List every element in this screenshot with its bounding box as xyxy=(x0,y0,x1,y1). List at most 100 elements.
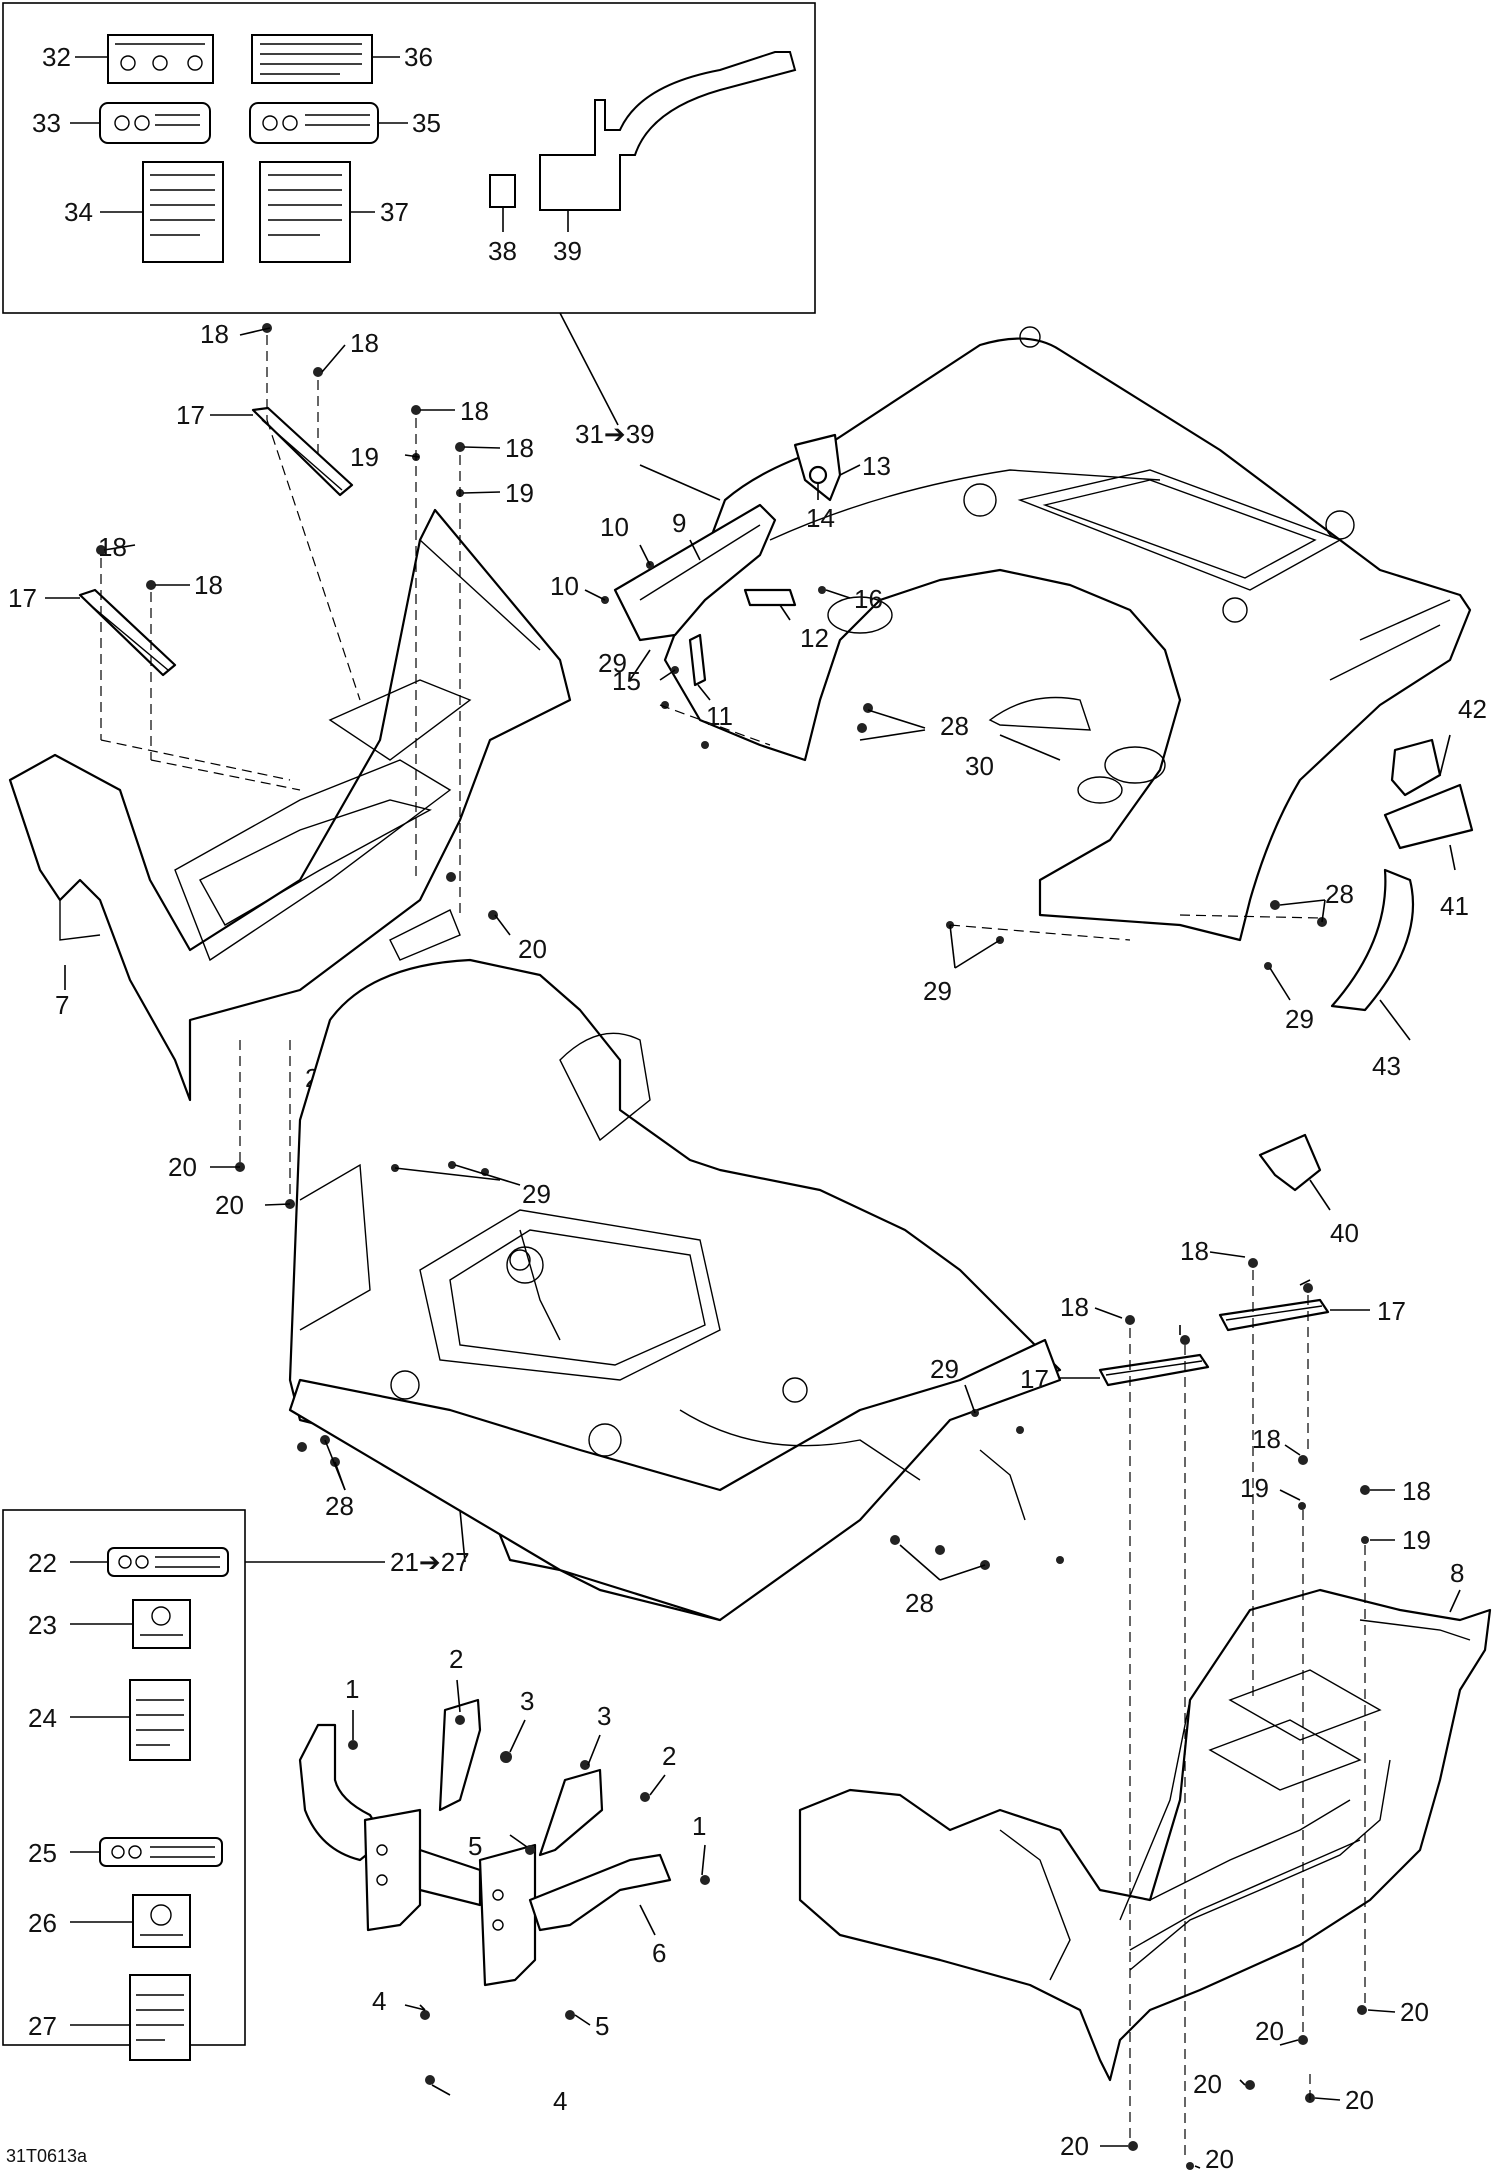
callout-5-a: 5 xyxy=(468,1831,482,1861)
callout-20-d: 20 xyxy=(168,1152,197,1182)
callout-24: 24 xyxy=(28,1703,57,1733)
left-footwell xyxy=(8,508,572,1102)
callout-25: 25 xyxy=(28,1838,57,1868)
callout-10-b: 10 xyxy=(550,571,579,601)
callout-18-c: 18 xyxy=(460,396,489,426)
callout-30: 30 xyxy=(965,751,994,781)
callout-20-e: 20 xyxy=(215,1190,244,1220)
bumper-upright-left xyxy=(438,1698,482,1812)
callout-33: 33 xyxy=(32,108,61,138)
callout-3-b: 3 xyxy=(597,1701,611,1731)
callout-18-j: 18 xyxy=(1402,1476,1431,1506)
callout-28-a: 28 xyxy=(940,711,969,741)
decal-kit-box-top: 32 36 33 35 34 37 38 39 xyxy=(2,2,816,314)
callout-29-e: 29 xyxy=(930,1354,959,1384)
part-11 xyxy=(688,633,707,687)
bumper-right-loop xyxy=(528,1853,672,1932)
part-14 xyxy=(808,465,828,485)
rear-fender-hardware: 29 28 30 29 28 29 xyxy=(598,601,1354,1034)
bumper-upright-right xyxy=(538,1768,604,1857)
callout-4-a: 4 xyxy=(372,1986,386,2016)
decal-38 xyxy=(489,174,516,208)
callout-1-b: 1 xyxy=(692,1811,706,1841)
callout-18-d: 18 xyxy=(505,433,534,463)
callout-17-a: 17 xyxy=(176,400,205,430)
decal-32 xyxy=(107,34,214,84)
callout-27: 27 xyxy=(28,2011,57,2041)
callout-13: 13 xyxy=(862,451,891,481)
group-label-31-39: 31➔39 xyxy=(575,419,655,449)
callout-34: 34 xyxy=(64,197,93,227)
callout-17-b: 17 xyxy=(8,583,37,613)
callout-42: 42 xyxy=(1458,694,1487,724)
callout-18-f: 18 xyxy=(194,570,223,600)
decal-34 xyxy=(142,161,224,263)
callout-37: 37 xyxy=(380,197,409,227)
part-9 xyxy=(613,503,777,642)
callout-39: 39 xyxy=(553,236,582,266)
callout-2-b: 2 xyxy=(662,1741,676,1771)
callout-40: 40 xyxy=(1330,1218,1359,1248)
callout-19-b: 19 xyxy=(505,478,534,508)
callout-18-a: 18 xyxy=(200,319,229,349)
front-fender xyxy=(288,958,1062,1622)
decal-33 xyxy=(99,102,211,144)
rear-fender xyxy=(663,326,1472,942)
callout-2-a: 2 xyxy=(449,1644,463,1674)
decal-26 xyxy=(132,1894,191,1948)
footrest-17-upper xyxy=(78,406,354,677)
callout-20-k: 20 xyxy=(1205,2144,1234,2170)
callout-16: 16 xyxy=(854,584,883,614)
decal-24 xyxy=(129,1679,191,1761)
decal-23 xyxy=(132,1599,191,1649)
callout-29-d: 29 xyxy=(522,1179,551,1209)
callout-15: 15 xyxy=(612,666,641,696)
decal-22 xyxy=(107,1547,229,1577)
front-fender-hardware: 29 28 29 28 xyxy=(297,1161,1064,1618)
callout-29-a: 29 xyxy=(598,648,627,678)
callout-8: 8 xyxy=(1450,1558,1464,1588)
callout-12: 12 xyxy=(800,623,829,653)
callout-19-a: 19 xyxy=(350,442,379,472)
callout-20-i: 20 xyxy=(1345,2085,1374,2115)
part-40 xyxy=(1258,1133,1322,1192)
right-footwell xyxy=(798,1588,1492,2082)
part-41 xyxy=(1383,783,1474,850)
decal-35 xyxy=(249,102,379,144)
front-bumper-assembly: 1 2 3 3 2 5 1 4 5 6 4 xyxy=(298,1644,710,2116)
callout-17-d: 17 xyxy=(1020,1364,1049,1394)
callout-18-i: 18 xyxy=(1252,1424,1281,1454)
callout-41: 41 xyxy=(1440,891,1469,921)
callout-14: 14 xyxy=(806,503,835,533)
decal-kit-box-bottom: 22 23 24 25 26 27 21➔27 xyxy=(2,1509,470,2061)
callout-20-h: 20 xyxy=(1193,2069,1222,2099)
callout-4-b: 4 xyxy=(553,2086,567,2116)
callout-29-b: 29 xyxy=(923,976,952,1006)
callout-20-f: 20 xyxy=(1400,1997,1429,2027)
drawing-reference-code: 31T0613a xyxy=(6,2146,88,2166)
callout-18-g: 18 xyxy=(1180,1236,1209,1266)
callout-18-h: 18 xyxy=(1060,1292,1089,1322)
callout-9: 9 xyxy=(672,508,686,538)
decal-27 xyxy=(129,1974,191,2061)
callout-17-c: 17 xyxy=(1377,1296,1406,1326)
callout-26: 26 xyxy=(28,1908,57,1938)
bracket-assembly: 10 9 10 13 14 12 16 15 11 xyxy=(550,433,891,731)
right-footwell-hardware: 18 18 17 17 18 19 18 19 8 20 20 20 20 20… xyxy=(1020,1236,1464,2170)
callout-32: 32 xyxy=(42,42,71,72)
group-label-21-27: 21➔27 xyxy=(390,1547,470,1577)
callout-28-d: 28 xyxy=(905,1588,934,1618)
callout-23: 23 xyxy=(28,1610,57,1640)
part-12 xyxy=(743,588,797,607)
part-42 xyxy=(1390,738,1442,797)
callout-19-d: 19 xyxy=(1402,1525,1431,1555)
callout-18-e: 18 xyxy=(98,532,127,562)
callout-28-c: 28 xyxy=(325,1491,354,1521)
decal-25 xyxy=(99,1837,223,1867)
callout-38: 38 xyxy=(488,236,517,266)
callout-5-b: 5 xyxy=(595,2011,609,2041)
callout-10-a: 10 xyxy=(600,512,629,542)
callout-19-c: 19 xyxy=(1240,1473,1269,1503)
callout-28-b: 28 xyxy=(1325,879,1354,909)
